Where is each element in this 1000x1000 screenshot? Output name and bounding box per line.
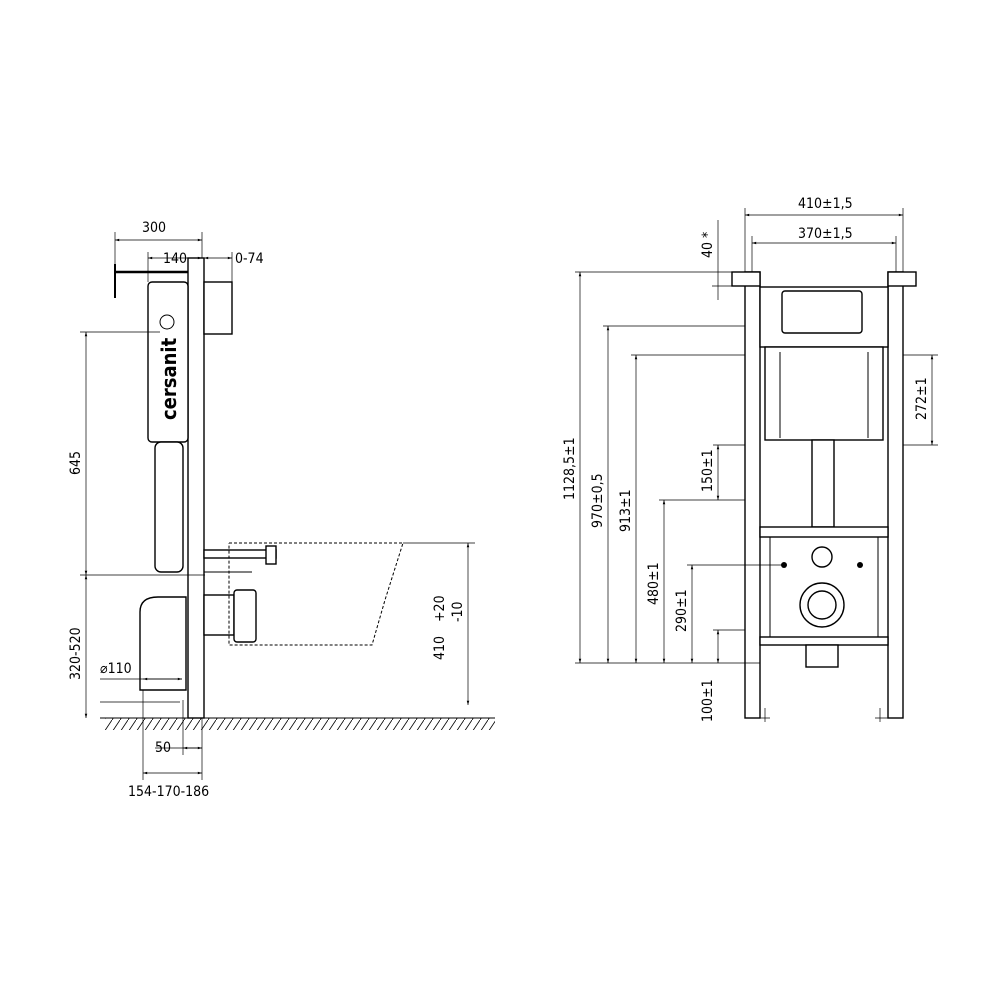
floor-hatch bbox=[105, 718, 495, 730]
flush-pipe bbox=[154, 441, 184, 573]
crossbar-upper bbox=[759, 526, 889, 538]
cistern-body bbox=[764, 346, 884, 441]
drain-outlet bbox=[233, 589, 257, 643]
water-inlet bbox=[203, 549, 277, 559]
mounting-plate bbox=[769, 536, 879, 638]
dim-width-inner: 370±1,5 bbox=[798, 226, 853, 242]
dim-outlet-depth: 154-170-186 bbox=[128, 784, 209, 800]
valve-circle bbox=[159, 314, 175, 330]
dim-140: 140 bbox=[163, 251, 187, 267]
frame-post-left bbox=[744, 271, 761, 719]
dim-645: 645 bbox=[68, 451, 84, 475]
brand-logo: cersanit bbox=[157, 337, 181, 420]
bolt-right bbox=[857, 562, 863, 568]
inlet-thread bbox=[265, 545, 277, 565]
bracket-left bbox=[731, 271, 761, 287]
dim-height-290: 290±1 bbox=[674, 589, 690, 632]
dim-300: 300 bbox=[142, 220, 166, 236]
water-inlet-circle bbox=[811, 546, 833, 568]
dim-height-150: 150±1 bbox=[700, 449, 716, 492]
dim-width-outer: 410±1,5 bbox=[798, 196, 853, 212]
dim-pipe-diameter: ⌀110 bbox=[100, 661, 132, 677]
dim-height-970: 970±0,5 bbox=[590, 473, 606, 528]
dim-50: 50 bbox=[155, 740, 171, 756]
front-view: 410±1,5 370±1,5 40 * 1128,5±1 970±0,5 91… bbox=[562, 196, 938, 722]
dim-0-74: 0-74 bbox=[235, 251, 264, 267]
dim-bowl-tol-minus: -10 bbox=[450, 601, 466, 622]
drain-stub bbox=[805, 644, 839, 668]
drain-elbow bbox=[139, 596, 187, 691]
flush-pipe-front bbox=[811, 439, 835, 528]
toilet-bowl-outline bbox=[228, 542, 404, 646]
flush-plate bbox=[203, 281, 233, 335]
dim-height-total: 1128,5±1 bbox=[562, 437, 578, 500]
dim-bowl-tol-plus: +20 bbox=[432, 595, 448, 622]
dim-height-100: 100±1 bbox=[700, 679, 716, 722]
dim-height-480: 480±1 bbox=[646, 562, 662, 605]
frame-post bbox=[187, 257, 205, 719]
dim-height-913: 913±1 bbox=[618, 489, 634, 532]
dim-320-520: 320-520 bbox=[68, 627, 84, 680]
flush-button-plate bbox=[781, 290, 863, 334]
bracket-right bbox=[887, 271, 917, 287]
dim-top-40: 40 * bbox=[700, 232, 716, 258]
side-view: cersanit 300 140 0-74 645 320-520 ⌀110 bbox=[68, 220, 495, 800]
frame-post-right bbox=[887, 271, 904, 719]
dim-height-272: 272±1 bbox=[914, 377, 930, 420]
dim-bowl-height: 410 bbox=[432, 636, 448, 660]
crossbar-lower bbox=[759, 636, 889, 646]
drain-inner-circle bbox=[807, 590, 837, 620]
